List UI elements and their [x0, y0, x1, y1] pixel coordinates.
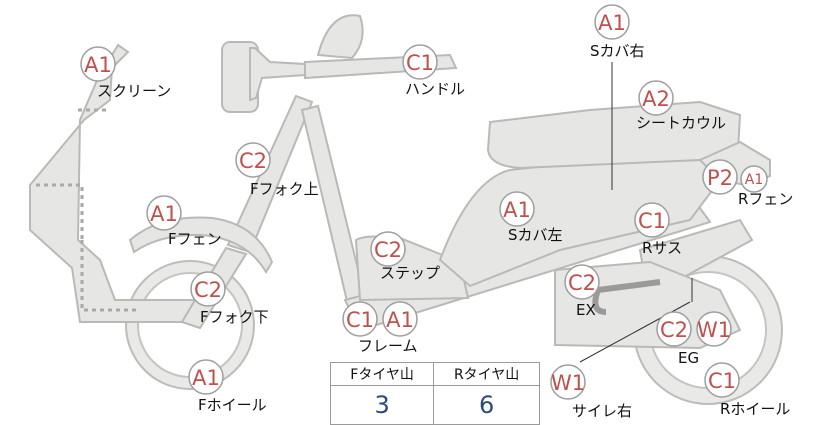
fork-upper-code-badge: C2 [235, 142, 271, 178]
front-tread-value: 3 [329, 385, 435, 425]
frame-code2-badge: A1 [382, 301, 418, 337]
svg-text:P2: P2 [707, 166, 733, 190]
fork-lower-code-badge: C2 [190, 271, 226, 307]
svg-text:C2: C2 [239, 149, 267, 173]
svg-text:A1: A1 [503, 198, 531, 222]
side-cover-right-code-badge: A1 [594, 4, 630, 40]
rear-wheel-label: Rホイール [720, 400, 791, 418]
rear-wheel-code-badge: C1 [704, 362, 740, 398]
rear-tread-value: 6 [433, 385, 540, 425]
side-cover-drawing [438, 148, 722, 288]
front-shield-drawing [29, 43, 201, 323]
rear-suspension-code-badge: C1 [634, 202, 670, 238]
svg-text:C1: C1 [638, 209, 666, 233]
handle-code-badge: C1 [402, 44, 438, 80]
svg-text:A1: A1 [150, 202, 178, 226]
muffler-right-label: サイレ右 [572, 402, 633, 420]
rear-suspension-label: Rサス [642, 239, 683, 257]
step-code-badge: C2 [370, 231, 406, 267]
muffler-right-code-badge: W1 [550, 364, 586, 400]
exhaust-pipe-drawing [592, 279, 661, 315]
rear-fender-label: Rフェン [738, 190, 794, 208]
mirror-drawing [316, 14, 364, 60]
seat-cowl-code-badge: A2 [638, 80, 674, 116]
tread-value-row: 3 6 [329, 385, 540, 425]
frame-code-badge: C1 [342, 301, 378, 337]
step-label: ステップ [380, 264, 441, 282]
screen-label: スクリーン [97, 82, 172, 100]
front-wheel-code-badge: A1 [188, 359, 224, 395]
exhaust-code-badge: C2 [564, 264, 600, 300]
engine-code2-badge: W1 [696, 311, 732, 347]
side-cover-left-code-badge: A1 [499, 191, 535, 227]
rear-tread-header: Rタイヤ山 [433, 362, 540, 386]
svg-text:A2: A2 [642, 87, 670, 111]
engine-label: EG [678, 349, 700, 367]
svg-text:W1: W1 [697, 318, 731, 342]
seat-cowl-label: シートカウル [636, 114, 727, 132]
front-fender-drawing [128, 216, 274, 274]
svg-text:C2: C2 [374, 238, 402, 262]
screen-code-badge: A1 [80, 46, 116, 82]
front-wheel-label: Fホイール [198, 396, 267, 414]
side-cover-left-label: Sカバ左 [508, 226, 563, 244]
svg-text:A1: A1 [598, 11, 626, 35]
front-fender-label: Fフェン [168, 230, 222, 248]
engine-code-badge: C2 [656, 311, 692, 347]
svg-text:C1: C1 [708, 369, 736, 393]
rear-fender-code-badge: P2 [702, 159, 738, 195]
svg-text:C2: C2 [660, 318, 688, 342]
svg-text:C1: C1 [406, 51, 434, 75]
fork-upper-label: Fフォク上 [250, 180, 319, 198]
front-tread-header: Fタイヤ山 [329, 362, 435, 386]
handle-label: ハンドル [405, 80, 466, 98]
tire-tread-table: Fタイヤ山 Rタイヤ山 3 6 [329, 362, 540, 425]
svg-text:C2: C2 [194, 278, 222, 302]
exhaust-label: EX [576, 301, 596, 319]
svg-text:A1: A1 [386, 308, 414, 332]
svg-text:A1: A1 [192, 366, 220, 390]
svg-text:C1: C1 [346, 308, 374, 332]
tread-header-row: Fタイヤ山 Rタイヤ山 [329, 362, 540, 386]
fork-lower-label: Fフォク下 [200, 308, 269, 326]
front-fender-code-badge: A1 [146, 195, 182, 231]
svg-text:A1: A1 [745, 172, 763, 188]
svg-text:C2: C2 [568, 271, 596, 295]
seat-drawing [486, 100, 742, 170]
engine-drawing [554, 260, 742, 350]
svg-text:A1: A1 [84, 53, 112, 77]
frame-label: フレーム [358, 337, 418, 355]
rear-fender-code2-badge: A1 [740, 165, 768, 193]
side-cover-right-label: Sカバ右 [590, 42, 645, 60]
svg-text:W1: W1 [551, 371, 585, 395]
